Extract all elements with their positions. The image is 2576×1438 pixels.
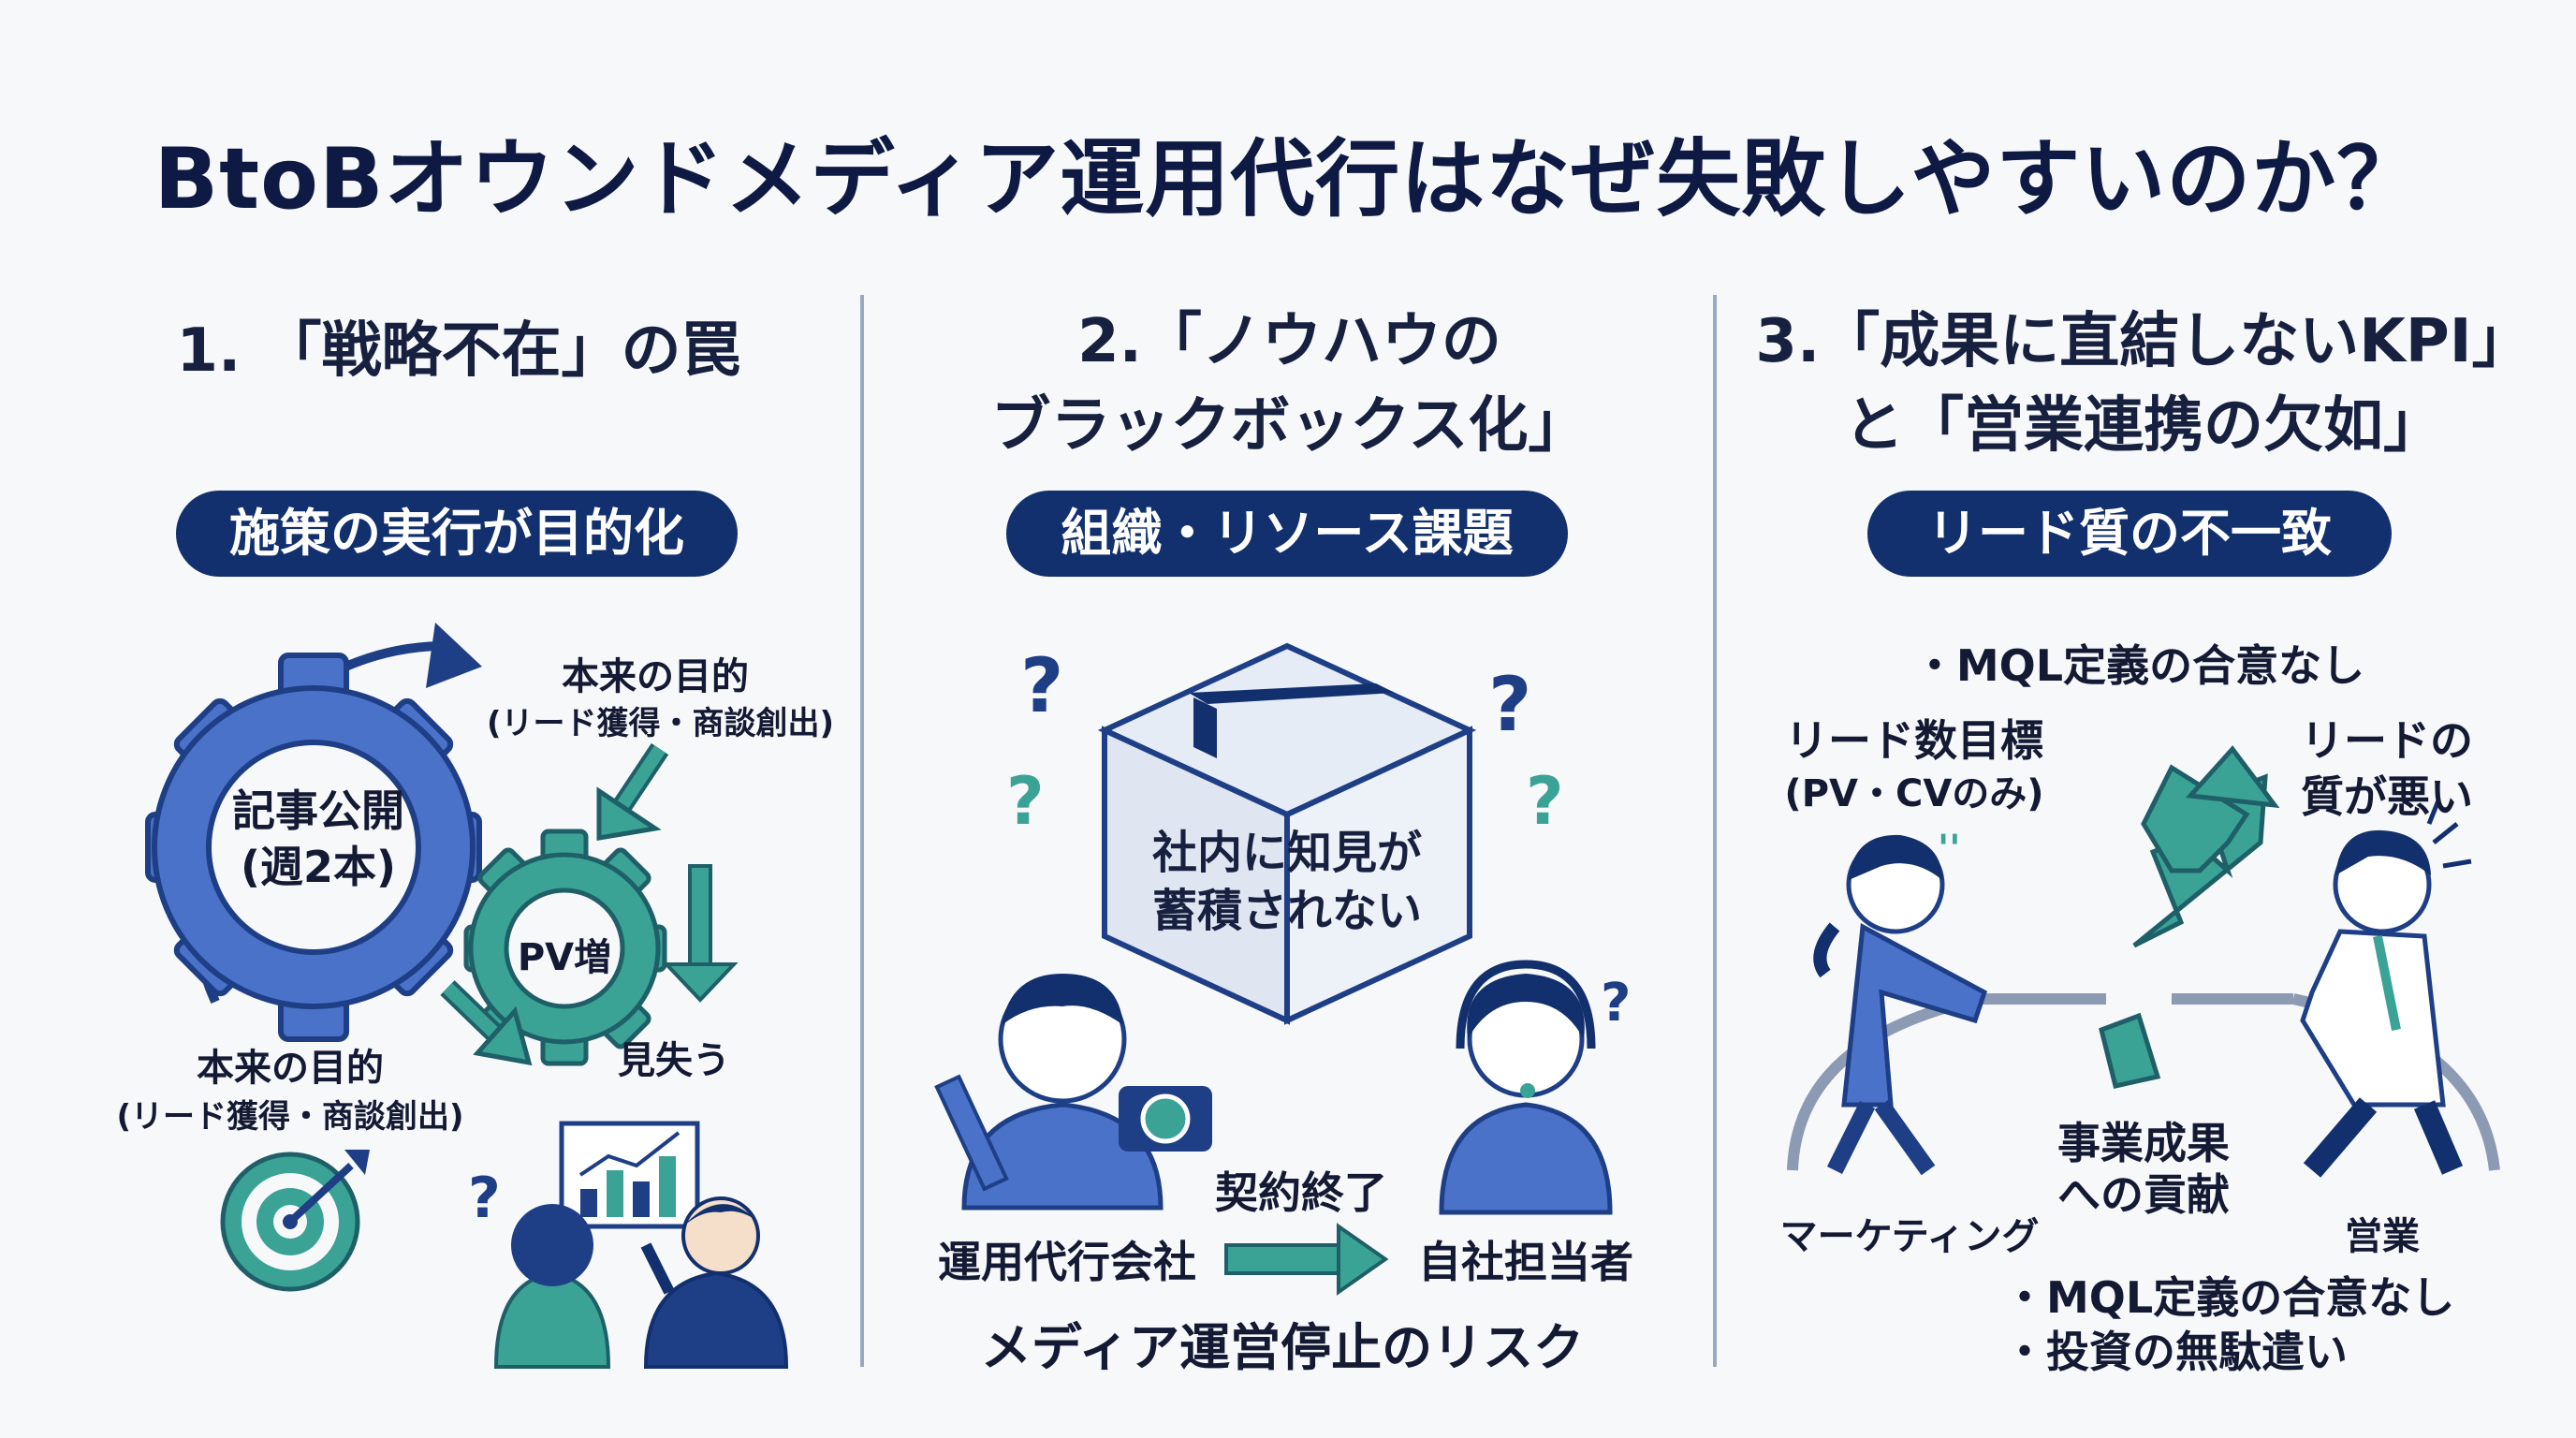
teal-arrow-right-icon (440, 980, 533, 1066)
black-box-icon (1097, 642, 1477, 1025)
col2-heading-line2: ブラックボックス化」 (990, 391, 1588, 461)
col3-heading-line2: と「営業連携の欠如」 (1844, 391, 2443, 461)
col1-pill: 施策の実行が目的化 (176, 491, 738, 577)
pencil-icon (934, 1074, 1009, 1192)
agency-label: 運用代行会社 (938, 1237, 1196, 1287)
big-gear-icon (145, 653, 482, 1042)
bullet-1: ・MQL定義の合意なし (2003, 1272, 2455, 1323)
col3-heading-line1: 3.「成果に直結しないKPI」 (1755, 307, 2532, 376)
gear-big-sublabel: (週2本) (240, 842, 397, 892)
question-mark-icon-2: ? (1006, 763, 1045, 840)
question-mark-icon: ? (468, 1166, 501, 1231)
lose-label: 見失う (618, 1039, 730, 1082)
person-man-icon (640, 1196, 789, 1369)
question-mark-icon-3: ? (1488, 661, 1531, 748)
question-mark-icon-1: ? (1020, 642, 1063, 729)
gear-small-label: PV増 (517, 936, 612, 979)
target-icon (220, 1150, 370, 1292)
headset-icon (1456, 960, 1596, 1049)
question-mark-icon-4: ? (1526, 763, 1564, 840)
agency-person-icon (961, 974, 1164, 1211)
bullet-top: ・MQL定義の合意なし (1912, 640, 2365, 691)
box-text-line2: 蓄積されない (1151, 885, 1422, 937)
purpose-top-sublabel: (リード獲得・商談創出) (487, 705, 835, 742)
marketing-person-icon: '' (1813, 828, 1988, 1176)
svg-text:'': '' (1938, 828, 1961, 871)
camera-icon (1119, 1086, 1212, 1152)
inhouse-person-icon (1439, 960, 1613, 1215)
col1-illustration: ? (145, 623, 789, 1369)
risk-label: メディア運営停止のリスク (980, 1318, 1585, 1377)
column-divider-2 (1713, 295, 1717, 1367)
transfer-arrow-icon (1224, 1223, 1389, 1296)
teal-arrow-down-icon (596, 742, 669, 841)
cycle-arrow-head-icon (426, 623, 482, 688)
purpose-bottom-sublabel: (リード獲得・商談創出) (116, 1098, 464, 1136)
lead-target-sublabel: (PV・CVのみ) (1784, 772, 2044, 815)
purpose-bottom-label: 本来の目的 (197, 1047, 384, 1090)
purpose-top-label: 本来の目的 (562, 655, 749, 698)
lead-quality-line1: リードの (2301, 715, 2473, 766)
bullet-2: ・投資の無駄遣い (2003, 1327, 2348, 1377)
sales-label: 営業 (2345, 1215, 2420, 1258)
inhouse-label: 自社担当者 (1418, 1237, 1633, 1287)
page-title: BtoBオウンドメディア運用代行はなぜ失敗しやすいのか？ (154, 130, 2422, 228)
box-text-line1: 社内に知見が (1151, 827, 1422, 879)
col2-heading-line1: 2.「ノウハウの (1077, 307, 1501, 376)
broken-growth-arrow-icon (2099, 745, 2280, 1089)
question-mark-icon-5: ? (1601, 973, 1631, 1034)
column-divider-1 (860, 295, 864, 1367)
sales-person-icon (2300, 800, 2472, 1178)
small-gear-icon (463, 829, 667, 1066)
col2-pill: 組織・リソース課題 (1006, 491, 1568, 577)
lead-target-label: リード数目標 (1785, 715, 2043, 766)
contract-end-label: 契約終了 (1215, 1167, 1387, 1218)
result-line1: 事業成果 (2057, 1118, 2230, 1168)
col3-pill: リード質の不一致 (1867, 491, 2392, 577)
gear-big-label: 記事公開 (232, 785, 404, 836)
person-woman-icon (493, 1204, 611, 1369)
marketing-label: マーケティング (1779, 1215, 2040, 1258)
lose-arrow-icon (662, 864, 739, 1003)
result-line2: への貢献 (2057, 1169, 2230, 1220)
chart-board-icon (559, 1121, 700, 1229)
col1-heading: 1. 「戦略不在」の罠 (176, 316, 741, 386)
lead-quality-line2: 質が悪い (2301, 771, 2473, 822)
